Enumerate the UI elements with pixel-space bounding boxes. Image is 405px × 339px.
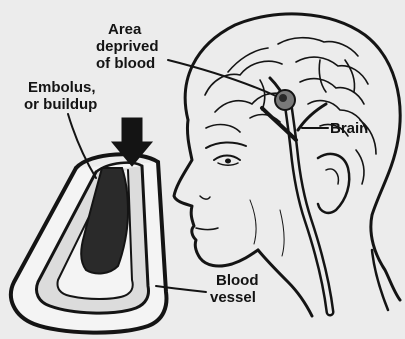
label-blood-vessel-line2: vessel <box>210 289 256 306</box>
label-embolus-line1: Embolus, <box>28 79 96 96</box>
label-area-deprived-line1: Area <box>108 21 142 38</box>
label-area-deprived-line3: of blood <box>96 55 155 72</box>
label-blood-vessel-line1: Blood <box>216 272 259 289</box>
label-embolus-line2: or buildup <box>24 96 97 113</box>
label-area-deprived-line2: deprived <box>96 38 159 55</box>
label-brain: Brain <box>330 120 368 137</box>
deprived-area-marker <box>275 90 295 110</box>
